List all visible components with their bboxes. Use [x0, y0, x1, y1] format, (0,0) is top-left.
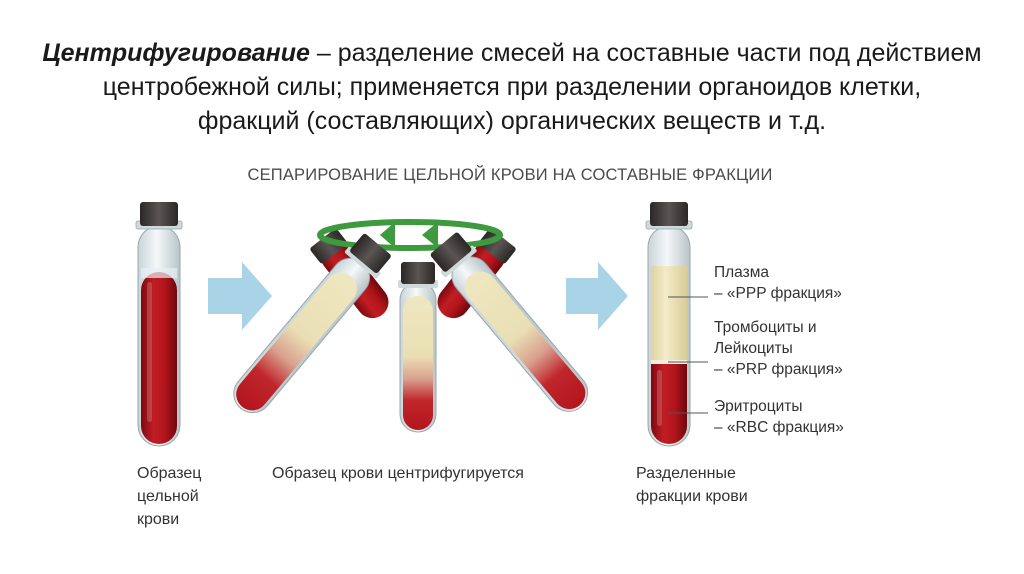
tube-spinning-left-front [233, 233, 391, 414]
header-line-1: Центрифугирование – разделение смесей на… [0, 36, 1024, 70]
label-rbc-name: Эритроциты [714, 398, 803, 415]
centrifuge-rotation [233, 219, 589, 433]
buffy-coat-layer [651, 360, 687, 365]
caption-separated-line: Разделенные [636, 465, 736, 482]
arrow-right-icon [566, 262, 628, 330]
caption-separated: Разделенные фракции крови [636, 462, 748, 508]
tube-whole-blood [135, 202, 183, 447]
label-rbc-fraction: – «RBC фракция» [714, 419, 844, 436]
caption-centrifuging: Образец крови центрифугируется [272, 465, 524, 482]
caption-whole-blood-line: Образец [137, 465, 202, 482]
header-definition: Центрифугирование – разделение смесей на… [0, 36, 1024, 138]
label-plasma: Плазма – «PPP фракция» [714, 262, 842, 304]
header-line-1-rest: – разделение смесей на составные части п… [309, 39, 982, 67]
header-term: Центрифугирование [42, 39, 310, 67]
header-line-2: центробежной силы; применяется при разде… [102, 73, 922, 101]
rotation-path [317, 219, 503, 251]
diagram-title: СЕПАРИРОВАНИЕ ЦЕЛЬНОЙ КРОВИ НА СОСТАВНЫЕ… [247, 166, 773, 184]
arrow-right-icon [208, 262, 272, 330]
label-leukocytes-name: Лейкоциты [714, 340, 793, 357]
tube-cap [140, 202, 178, 226]
tube-spinning-right-front [430, 232, 589, 412]
rotation-arrow-right-icon [422, 222, 438, 248]
plasma-layer [651, 266, 687, 362]
tube-separated [645, 202, 693, 447]
tube-cap [650, 202, 688, 226]
label-plasma-fraction: – «PPP фракция» [714, 285, 842, 302]
label-platelets: Тромбоциты и Лейкоциты – «PRP фракция» [714, 317, 843, 380]
caption-whole-blood-line: крови [137, 511, 180, 528]
label-prp-fraction: – «PRP фракция» [714, 361, 843, 378]
caption-whole-blood-line: цельной [137, 488, 199, 505]
rbc-layer [651, 364, 687, 444]
label-plasma-name: Плазма [714, 264, 770, 281]
caption-whole-blood: Образец цельной крови [137, 462, 201, 531]
label-platelets-name: Тромбоциты и [714, 319, 817, 336]
header-line-3: фракций (составляющих) органических веще… [197, 107, 827, 135]
rotation-arrow-left-icon [380, 222, 395, 248]
caption-separated-line: фракции крови [636, 488, 748, 505]
label-rbc: Эритроциты – «RBC фракция» [714, 396, 844, 438]
tube-spinning-center [398, 262, 438, 433]
